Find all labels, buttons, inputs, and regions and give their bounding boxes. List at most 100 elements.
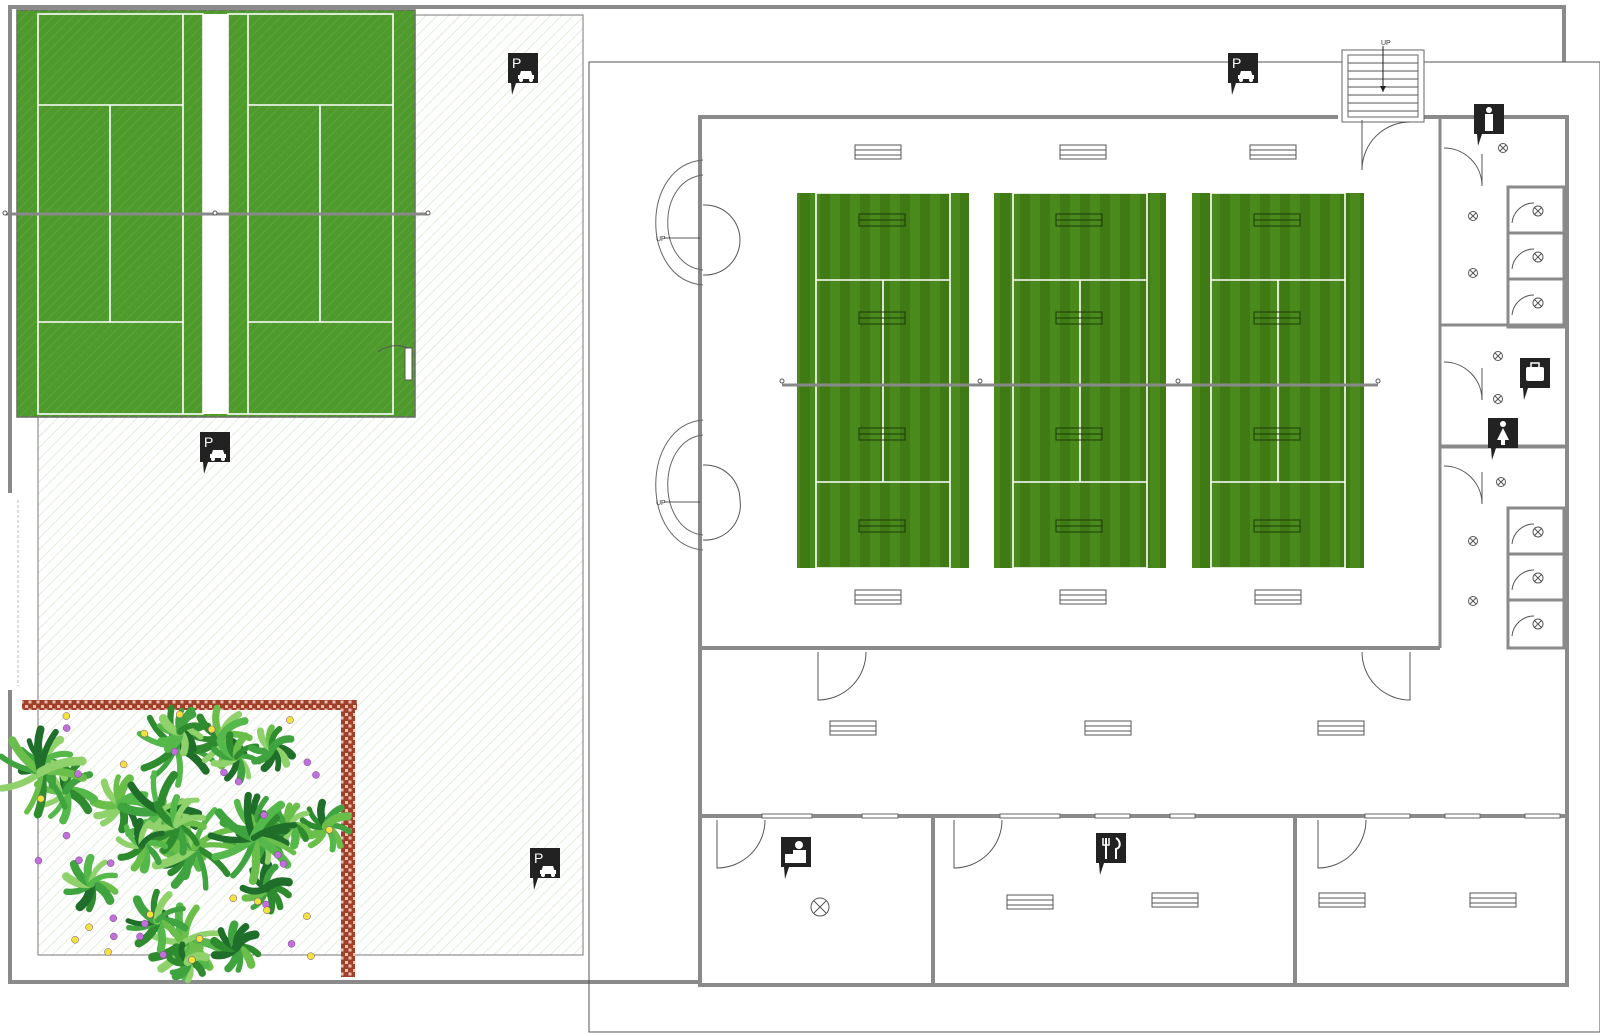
court-bench [858, 427, 906, 441]
male-restroom-icon [1474, 104, 1504, 146]
bench [854, 589, 902, 605]
corridor-door-left[interactable] [817, 651, 867, 701]
west-stair-upper: UP [655, 159, 741, 286]
parking-car-icon: P [1228, 53, 1258, 95]
flower [71, 935, 79, 944]
palm-plant [166, 941, 210, 984]
flower [188, 956, 196, 964]
bench [1059, 589, 1107, 605]
map-markers: P P P P [200, 53, 1550, 890]
flower [146, 910, 154, 919]
flower [195, 935, 204, 943]
flower [159, 951, 167, 959]
restroom-door [1443, 465, 1483, 505]
fixture [1468, 211, 1478, 221]
flower [109, 914, 118, 923]
bench [1059, 144, 1107, 160]
garden-plants [0, 704, 353, 984]
fixture [1532, 526, 1544, 538]
fixture [1493, 394, 1503, 404]
flower [303, 912, 311, 920]
fixture [1468, 596, 1478, 606]
toilet-stalls [1506, 185, 1566, 329]
svg-text:P: P [204, 434, 213, 450]
stair-label-top: UP [1381, 40, 1391, 47]
indoor-court-1 [797, 192, 969, 569]
fixture [1532, 251, 1544, 263]
court-bench [1253, 213, 1301, 227]
palm-plant [145, 794, 207, 856]
court-bench [1055, 427, 1103, 441]
court-bench [858, 311, 906, 325]
parking-car-icon: P [530, 848, 560, 890]
ceiling-fixture [810, 897, 830, 917]
main-building [698, 115, 1569, 987]
entrance-stair: UP [1341, 40, 1425, 123]
flower [110, 932, 118, 941]
flower [37, 794, 45, 803]
flower [106, 859, 115, 867]
palm-plant [0, 725, 87, 819]
flower [260, 811, 268, 819]
svg-text:P: P [534, 850, 543, 866]
corridor-door-right[interactable] [1361, 651, 1411, 701]
palm-plant [157, 707, 204, 757]
room-doors[interactable] [716, 819, 1367, 869]
fixture [1498, 143, 1508, 153]
female-restroom-icon [1488, 418, 1518, 460]
flower [85, 923, 93, 931]
bench [854, 144, 902, 160]
fixture [1532, 618, 1544, 630]
flower [312, 771, 320, 779]
fixture [1532, 572, 1544, 584]
indoor-net [779, 378, 1381, 387]
window [1169, 813, 1196, 819]
flower [207, 725, 216, 734]
bench [1249, 144, 1297, 160]
flower [75, 856, 83, 864]
flower [325, 826, 334, 834]
window [1524, 813, 1561, 819]
court-bench [1055, 519, 1103, 533]
bench [1006, 894, 1054, 910]
garden [0, 700, 357, 984]
restroom-door [1443, 147, 1483, 187]
indoor-court-2 [994, 192, 1166, 569]
svg-text:P: P [1232, 55, 1241, 71]
flower [234, 777, 243, 786]
benches [829, 144, 1517, 910]
parking-car-icon: P [508, 53, 538, 95]
reception-icon [781, 837, 811, 879]
window [999, 813, 1061, 819]
flower [175, 710, 184, 719]
court-bench [1253, 427, 1301, 441]
bench [1151, 892, 1199, 908]
bench [1254, 589, 1302, 605]
indoor-court-3 [1192, 192, 1364, 569]
fixture [1468, 536, 1478, 546]
window [1444, 813, 1481, 819]
court-bench [858, 519, 906, 533]
flower [254, 897, 262, 906]
palm-plant [210, 731, 262, 784]
flower [170, 747, 179, 756]
flower [220, 768, 228, 777]
court-bench [1055, 213, 1103, 227]
restrooms [1443, 143, 1566, 650]
stair-label-west-2: UP [656, 500, 666, 507]
outdoor-gate [377, 345, 413, 381]
flower [62, 712, 71, 720]
flower [287, 940, 296, 948]
main-entrance-door[interactable] [1361, 120, 1411, 171]
fixture [1532, 297, 1544, 309]
restroom-door [1443, 361, 1483, 401]
court-bench [858, 213, 906, 227]
window [1094, 813, 1131, 819]
flower [104, 948, 112, 956]
bench [1469, 892, 1517, 908]
flower [136, 932, 144, 941]
bench [1084, 720, 1132, 736]
flower [263, 906, 271, 914]
parking-car-icon: P [200, 432, 230, 474]
